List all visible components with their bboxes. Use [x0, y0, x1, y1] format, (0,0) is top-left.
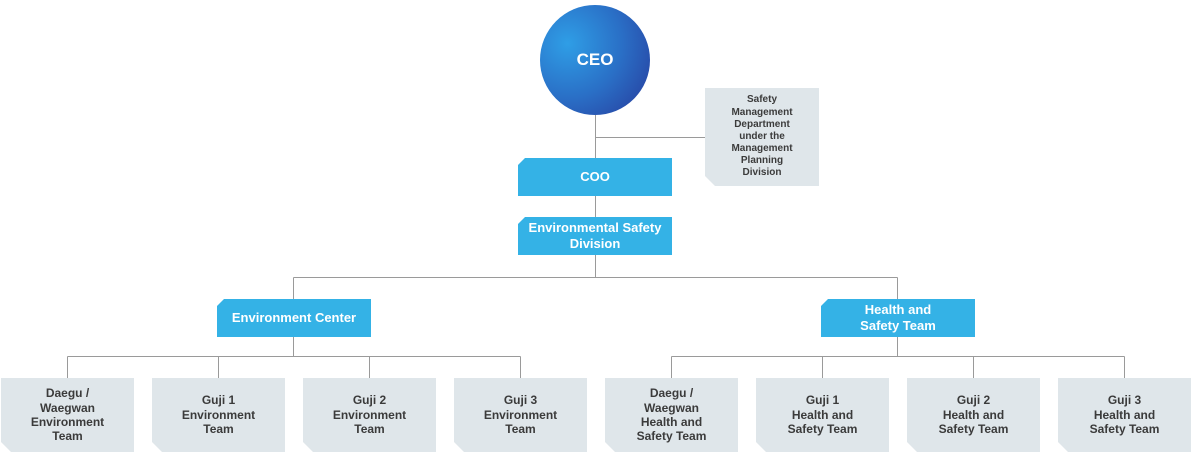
health-team-guji-2-node: Guji 2 Health and Safety Team — [907, 378, 1040, 452]
env-team-guji-1-label: Guji 1 Environment Team — [181, 393, 256, 437]
health-team-guji-3-label: Guji 3 Health and Safety Team — [1089, 393, 1160, 437]
env-team-guji-3-node: Guji 3 Environment Team — [454, 378, 587, 452]
env-team-guji-3-label: Guji 3 Environment Team — [483, 393, 558, 437]
environment-center-node: Environment Center — [217, 299, 371, 337]
health-team-guji-1-label: Guji 1 Health and Safety Team — [787, 393, 858, 437]
safety-management-node: Safety Management Department under the M… — [705, 88, 819, 186]
health-team-guji-1-node: Guji 1 Health and Safety Team — [756, 378, 889, 452]
env-team-guji-1-node: Guji 1 Environment Team — [152, 378, 285, 452]
health-safety-team-node: Health and Safety Team — [821, 299, 975, 337]
coo-label: COO — [580, 169, 610, 185]
safety-management-label: Safety Management Department under the M… — [731, 94, 793, 179]
environmental-safety-division-node: Environmental Safety Division — [518, 217, 672, 255]
env-team-guji-2-label: Guji 2 Environment Team — [332, 393, 407, 437]
environmental-safety-division-label: Environmental Safety Division — [528, 220, 662, 251]
coo-node: COO — [518, 158, 672, 196]
env-team-daegu-waegwan-node: Daegu / Waegwan Environment Team — [1, 378, 134, 452]
health-team-guji-2-label: Guji 2 Health and Safety Team — [938, 393, 1009, 437]
health-team-daegu-waegwan-label: Daegu / Waegwan Health and Safety Team — [636, 386, 707, 444]
environment-center-label: Environment Center — [231, 310, 357, 326]
env-team-daegu-waegwan-label: Daegu / Waegwan Environment Team — [30, 386, 105, 444]
env-team-guji-2-node: Guji 2 Environment Team — [303, 378, 436, 452]
health-safety-team-label: Health and Safety Team — [860, 302, 936, 333]
health-team-daegu-waegwan-node: Daegu / Waegwan Health and Safety Team — [605, 378, 738, 452]
ceo-label: CEO — [576, 49, 614, 69]
ceo-node: CEO — [540, 5, 650, 115]
health-team-guji-3-node: Guji 3 Health and Safety Team — [1058, 378, 1191, 452]
